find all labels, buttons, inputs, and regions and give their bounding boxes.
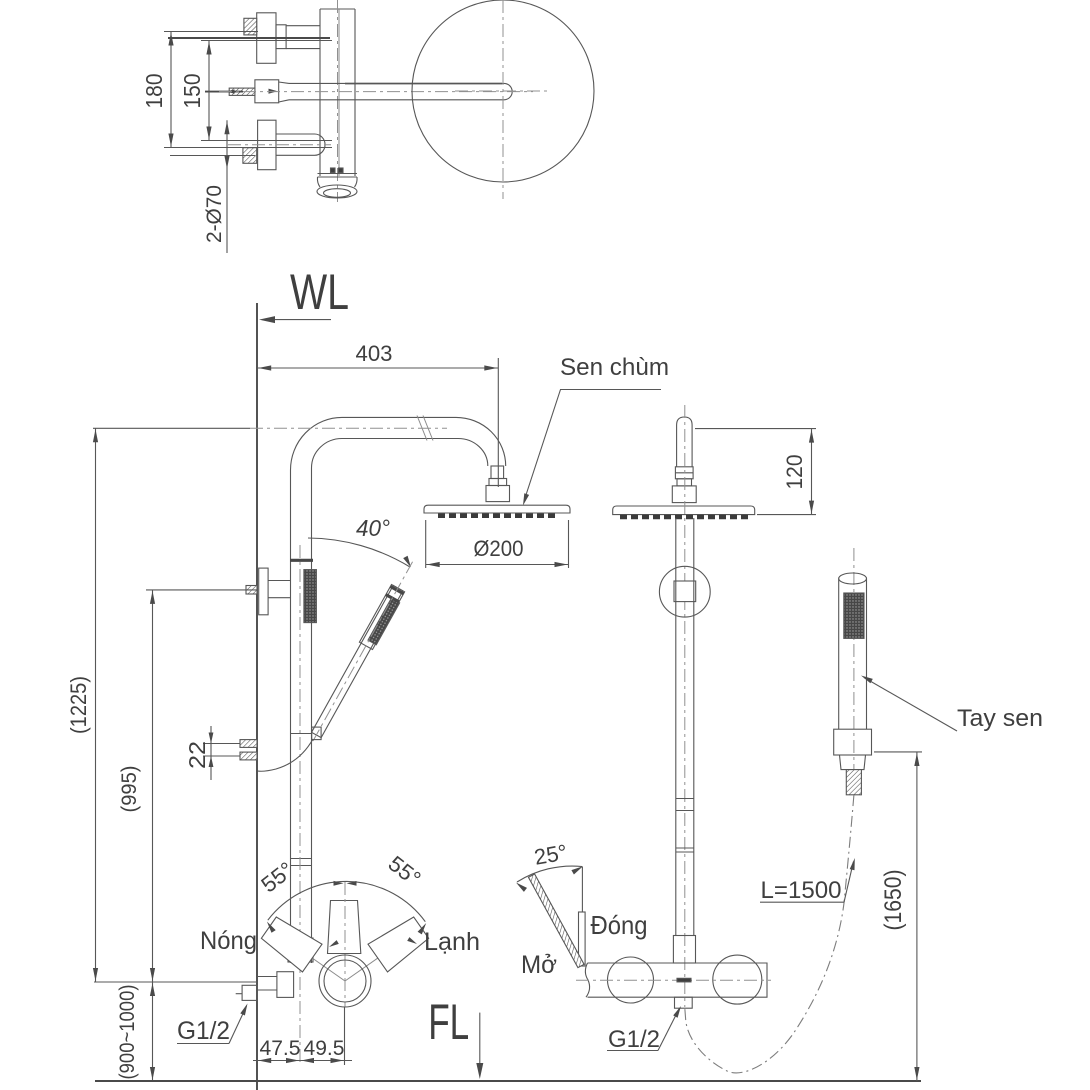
svg-text:L=1500: L=1500	[761, 877, 842, 904]
svg-text:22: 22	[184, 741, 210, 769]
svg-text:G1/2: G1/2	[608, 1026, 660, 1053]
svg-text:403: 403	[356, 341, 393, 366]
svg-text:180: 180	[141, 74, 167, 109]
svg-text:(1650): (1650)	[880, 870, 907, 931]
svg-text:120: 120	[782, 455, 807, 490]
svg-text:Lạnh: Lạnh	[424, 928, 480, 956]
svg-text:(1225): (1225)	[66, 676, 91, 734]
svg-text:47.5: 47.5	[260, 1037, 301, 1060]
svg-text:WL: WL	[290, 264, 349, 320]
svg-text:(900~1000): (900~1000)	[116, 985, 139, 1080]
svg-text:25°: 25°	[532, 839, 569, 869]
svg-text:Đóng: Đóng	[591, 910, 648, 940]
svg-text:Nóng: Nóng	[200, 927, 257, 955]
svg-text:Sen chùm: Sen chùm	[560, 354, 669, 381]
svg-text:40°: 40°	[356, 515, 390, 541]
svg-text:G1/2: G1/2	[177, 1017, 230, 1045]
svg-text:150: 150	[179, 74, 205, 109]
svg-text:Mở: Mở	[521, 951, 557, 979]
svg-text:2-Ø70: 2-Ø70	[203, 185, 226, 243]
svg-text:Ø200: Ø200	[474, 536, 524, 561]
svg-text:49.5: 49.5	[304, 1037, 345, 1060]
svg-text:(995): (995)	[118, 766, 141, 813]
svg-text:Tay sen: Tay sen	[957, 705, 1043, 732]
svg-text:FL: FL	[428, 994, 469, 1050]
